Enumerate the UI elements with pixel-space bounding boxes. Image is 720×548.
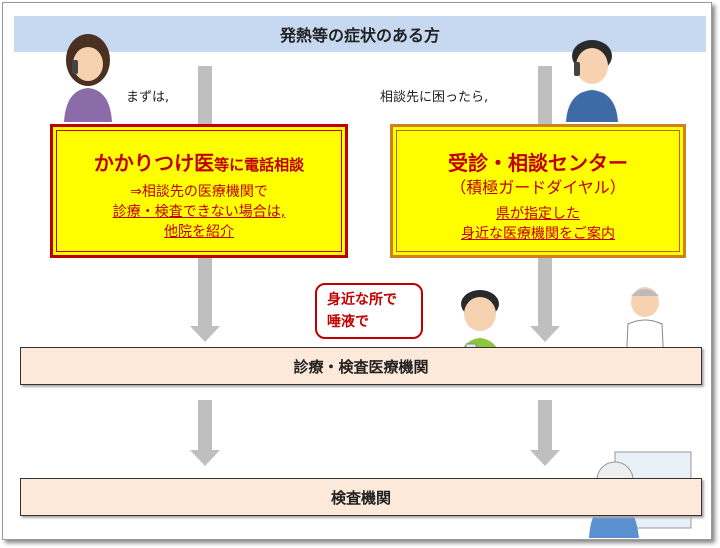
consultation-center-line2: 身近な医療機関をご案内 xyxy=(461,226,615,242)
header-banner: 発熱等の症状のある方 xyxy=(14,16,706,52)
right-caption: 相談先に困ったら, xyxy=(380,90,489,105)
speech-bubble: 身近な所で 唾液で xyxy=(315,283,423,339)
bubble-line2: 唾液で xyxy=(327,314,369,330)
family-doctor-line1: ⇒相談先の医療機関で xyxy=(130,184,268,200)
arrow-down-right-2 xyxy=(530,400,560,466)
consultation-center-title: 受診・相談センター xyxy=(448,151,628,175)
consultation-center-subtitle: （積極ガードダイヤル） xyxy=(450,178,626,197)
woman-on-phone-icon xyxy=(64,34,112,122)
lab-band: 検査機関 xyxy=(20,478,702,516)
clinic-band: 診療・検査医療機関 xyxy=(20,347,702,385)
left-caption: まずは, xyxy=(126,90,170,105)
man-on-phone-icon xyxy=(566,40,618,122)
family-doctor-title-rest: 等に電話相談 xyxy=(214,156,305,174)
bubble-line1: 身近な所で xyxy=(327,292,397,308)
arrow-down-left-2 xyxy=(190,400,220,466)
family-doctor-line2: 診療・検査できない場合は, xyxy=(112,204,286,220)
family-doctor-box: かかりつけ医等に電話相談 ⇒相談先の医療機関で 診療・検査できない場合は, 他院… xyxy=(50,124,348,258)
consultation-center-line1: 県が指定した xyxy=(496,206,580,222)
consultation-center-box: 受診・相談センター （積極ガードダイヤル） 県が指定した 身近な医療機関をご案内 xyxy=(390,124,686,258)
family-doctor-line3: 他院を紹介 xyxy=(164,224,234,240)
family-doctor-title: かかりつけ医 xyxy=(93,151,215,175)
